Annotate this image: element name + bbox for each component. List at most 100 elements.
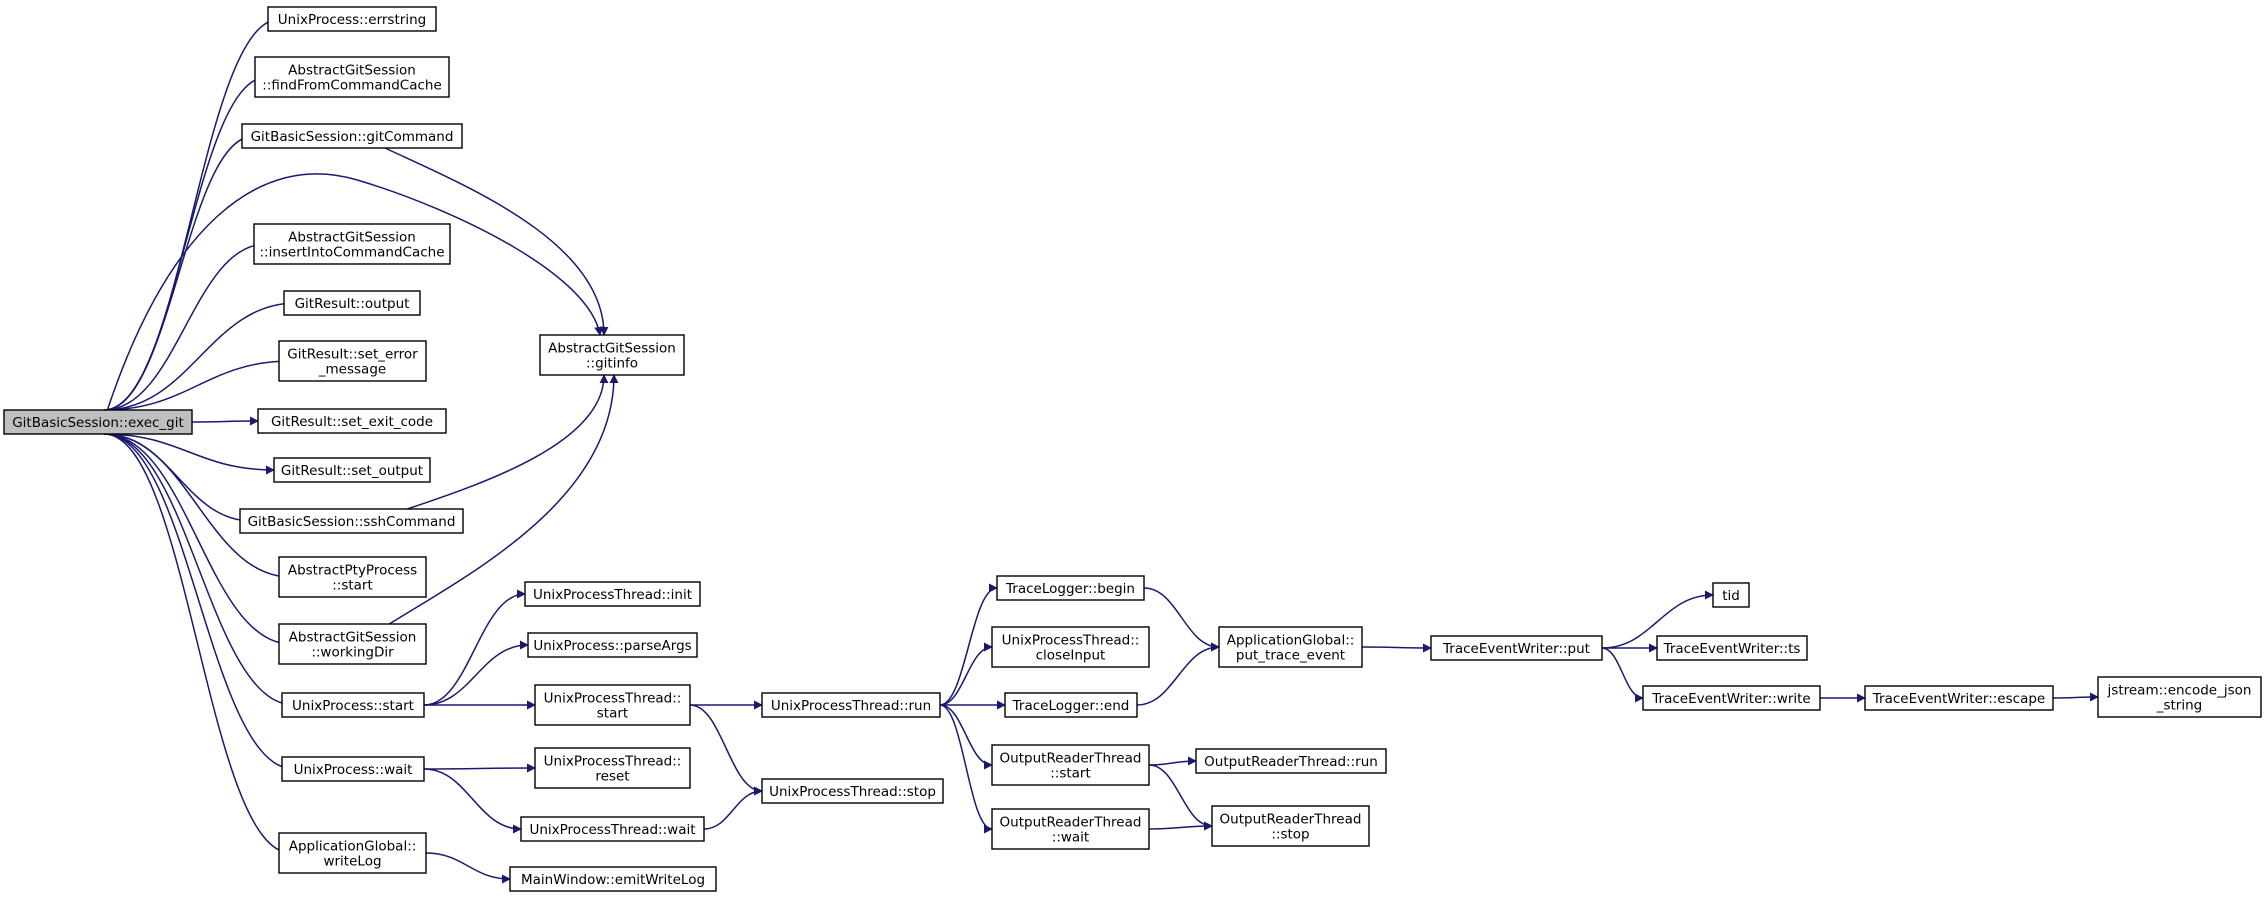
edge-exec-git-to-set-error-message bbox=[103, 356, 292, 411]
node-label: GitResult::set_error bbox=[287, 347, 418, 363]
node-box bbox=[1195, 748, 1387, 774]
node-upt-init[interactable]: UnixProcessThread::init bbox=[524, 581, 701, 607]
node-label: ApplicationGlobal:: bbox=[289, 839, 417, 855]
edge-exec-git-to-write-log bbox=[103, 433, 292, 858]
node-exec-git[interactable]: GitBasicSession::exec_git bbox=[3, 409, 193, 435]
edge-upt-run-to-ort-start bbox=[939, 704, 993, 770]
node-label: ApplicationGlobal:: bbox=[1227, 633, 1355, 649]
edge-tew-put-to-tid bbox=[1601, 590, 1714, 649]
node-label: ::wait bbox=[1052, 830, 1089, 846]
node-working-dir[interactable]: AbstractGitSession::workingDir bbox=[278, 623, 427, 665]
node-label: put_trace_event bbox=[1236, 648, 1345, 664]
node-box bbox=[281, 756, 425, 782]
node-set-output[interactable]: GitResult::set_output bbox=[273, 457, 431, 483]
node-ort-start[interactable]: OutputReaderThread::start bbox=[991, 744, 1150, 786]
edge-exec-git-to-set-exit-code bbox=[191, 416, 259, 426]
node-ort-stop[interactable]: OutputReaderThread::stop bbox=[1211, 805, 1370, 847]
node-label: _string bbox=[2156, 698, 2203, 714]
edge-exec-git-to-errstring bbox=[103, 14, 281, 411]
node-label: ::workingDir bbox=[311, 645, 394, 661]
node-find-from-command-cache[interactable]: AbstractGitSession::findFromCommandCache bbox=[254, 56, 450, 98]
node-tew-ts[interactable]: TraceEventWriter::ts bbox=[1656, 635, 1808, 661]
node-label: writeLog bbox=[323, 854, 381, 870]
node-label: tid bbox=[1722, 588, 1740, 604]
edge-exec-git-to-git-command bbox=[103, 131, 255, 411]
node-label: ::findFromCommandCache bbox=[262, 78, 442, 94]
edge-tew-escape-to-encode-json-string bbox=[2052, 692, 2099, 702]
node-errstring[interactable]: UnixProcess::errstring bbox=[267, 6, 437, 32]
node-set-error-message[interactable]: GitResult::set_error_message bbox=[278, 340, 427, 382]
node-output[interactable]: GitResult::output bbox=[283, 290, 421, 316]
node-box bbox=[257, 408, 447, 434]
node-upt-run[interactable]: UnixProcessThread::run bbox=[761, 692, 941, 718]
node-upt-reset[interactable]: UnixProcessThread::reset bbox=[534, 747, 691, 789]
node-label: AbstractGitSession bbox=[548, 341, 676, 357]
node-box bbox=[991, 808, 1150, 850]
edge-exec-git-to-ssh-command bbox=[103, 433, 253, 526]
node-box bbox=[253, 223, 451, 265]
node-box bbox=[241, 123, 463, 149]
node-upt-start[interactable]: UnixProcessThread::start bbox=[534, 684, 691, 726]
node-box bbox=[278, 340, 427, 382]
edge-ort-start-to-ort-run bbox=[1148, 756, 1197, 766]
node-label: GitBasicSession::gitCommand bbox=[251, 129, 454, 145]
node-pty-start[interactable]: AbstractPtyProcess::start bbox=[278, 556, 427, 598]
node-box bbox=[1004, 692, 1138, 718]
node-tew-escape[interactable]: TraceEventWriter::escape bbox=[1864, 685, 2054, 711]
node-label: OutputReaderThread bbox=[1000, 815, 1142, 831]
edge-ort-wait-to-ort-stop bbox=[1148, 821, 1213, 831]
node-upt-stop[interactable]: UnixProcessThread::stop bbox=[761, 778, 944, 804]
node-box bbox=[254, 56, 450, 98]
node-git-command[interactable]: GitBasicSession::gitCommand bbox=[241, 123, 463, 149]
edge-exec-git-to-pty-start bbox=[103, 433, 292, 582]
node-box bbox=[539, 334, 685, 376]
node-label: jstream::encode_json bbox=[2107, 683, 2252, 699]
edge-up-wait-to-upt-wait bbox=[423, 768, 522, 834]
node-label: UnixProcessThread::run bbox=[771, 698, 931, 714]
node-set-exit-code[interactable]: GitResult::set_exit_code bbox=[257, 408, 447, 434]
node-up-start[interactable]: UnixProcess::start bbox=[281, 692, 425, 718]
node-label: reset bbox=[595, 769, 629, 785]
node-label: MainWindow::emitWriteLog bbox=[521, 872, 705, 888]
node-insert-into-command-cache[interactable]: AbstractGitSession::insertIntoCommandCac… bbox=[253, 223, 451, 265]
node-label: GitResult::set_output bbox=[281, 463, 423, 479]
edge-tl-begin-to-put-trace-event bbox=[1143, 587, 1220, 652]
node-put-trace-event[interactable]: ApplicationGlobal::put_trace_event bbox=[1218, 626, 1363, 668]
node-label: UnixProcessThread:: bbox=[544, 691, 682, 707]
node-box bbox=[273, 457, 431, 483]
node-box bbox=[520, 816, 705, 842]
node-label: UnixProcessThread::wait bbox=[529, 822, 695, 838]
node-tew-put[interactable]: TraceEventWriter::put bbox=[1430, 635, 1603, 661]
node-tid[interactable]: tid bbox=[1712, 582, 1750, 608]
node-label: UnixProcess::start bbox=[292, 698, 414, 714]
node-box bbox=[1430, 635, 1603, 661]
node-write-log[interactable]: ApplicationGlobal::writeLog bbox=[278, 832, 427, 874]
edge-exec-git-to-output bbox=[103, 298, 297, 411]
node-label: GitResult::set_exit_code bbox=[271, 414, 433, 430]
edge-git-command-to-gitinfo bbox=[384, 147, 609, 336]
node-label: OutputReaderThread::run bbox=[1204, 754, 1378, 770]
node-upt-wait[interactable]: UnixProcessThread::wait bbox=[520, 816, 705, 842]
node-encode-json-string[interactable]: jstream::encode_json_string bbox=[2097, 676, 2262, 718]
node-box bbox=[278, 832, 427, 874]
node-box bbox=[991, 744, 1150, 786]
node-ort-wait[interactable]: OutputReaderThread::wait bbox=[991, 808, 1150, 850]
node-ssh-command[interactable]: GitBasicSession::sshCommand bbox=[239, 508, 464, 534]
node-up-wait[interactable]: UnixProcess::wait bbox=[281, 756, 425, 782]
node-gitinfo[interactable]: AbstractGitSession::gitinfo bbox=[539, 334, 685, 376]
node-label: AbstractGitSession bbox=[288, 63, 416, 79]
node-box bbox=[281, 692, 425, 718]
node-ort-run[interactable]: OutputReaderThread::run bbox=[1195, 748, 1387, 774]
node-parse-args[interactable]: UnixProcess::parseArgs bbox=[527, 632, 698, 658]
node-tew-write[interactable]: TraceEventWriter::write bbox=[1642, 685, 1821, 711]
node-emit-write-log[interactable]: MainWindow::emitWriteLog bbox=[509, 866, 717, 892]
edge-upt-wait-to-upt-stop bbox=[703, 786, 763, 830]
node-label: TraceEventWriter::put bbox=[1442, 641, 1590, 657]
node-tl-end[interactable]: TraceLogger::end bbox=[1004, 692, 1138, 718]
node-close-input[interactable]: UnixProcessThread::closeInput bbox=[991, 626, 1150, 668]
node-box bbox=[1211, 805, 1370, 847]
node-box bbox=[534, 684, 691, 726]
edge-tl-end-to-put-trace-event bbox=[1136, 642, 1220, 706]
node-tl-begin[interactable]: TraceLogger::begin bbox=[996, 575, 1145, 601]
